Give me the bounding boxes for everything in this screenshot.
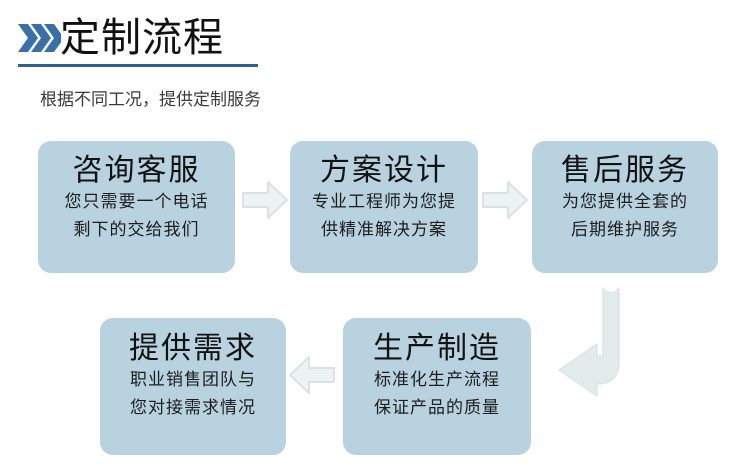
process-step-provide-demand[interactable]: 提供需求 职业销售团队与 您对接需求情况 [100,318,286,455]
step-title: 咨询客服 [72,154,201,187]
step-line: 为您提供全套的 [562,192,688,212]
title-underline-rule [18,64,258,67]
triple-chevron-icon [17,23,64,53]
step-line: 职业销售团队与 [130,370,256,390]
step-line: 剩下的交给我们 [73,220,200,240]
step-title: 提供需求 [129,332,257,365]
arrow-left-icon [286,352,336,398]
step-title: 售后服务 [561,154,689,187]
page-title: 定制流程 [60,16,224,60]
page-header: 定制流程 根据不同工况，提供定制服务 [0,0,750,109]
process-step-consult[interactable]: 咨询客服 您只需要一个电话 剩下的交给我们 [38,141,235,273]
step-line: 供精准解决方案 [321,220,447,240]
step-line: 专业工程师为您提 [312,192,456,212]
step-title: 生产制造 [373,332,501,365]
step-line: 后期维护服务 [571,220,679,240]
arrow-elbow-down-left-icon [553,286,645,414]
process-step-design[interactable]: 方案设计 专业工程师为您提 供精准解决方案 [290,141,478,273]
process-step-production[interactable]: 生产制造 标准化生产流程 保证产品的质量 [343,318,531,455]
arrow-right-icon [241,178,289,222]
arrow-right-icon [481,178,529,222]
process-step-after-sales-service[interactable]: 售后服务 为您提供全套的 后期维护服务 [532,141,718,273]
step-line: 您对接需求情况 [130,398,256,418]
step-title: 方案设计 [320,154,448,187]
step-line: 您只需要一个电话 [64,192,209,212]
page-subtitle: 根据不同工况，提供定制服务 [40,90,261,109]
step-line: 保证产品的质量 [374,398,500,418]
step-line: 标准化生产流程 [374,370,500,390]
